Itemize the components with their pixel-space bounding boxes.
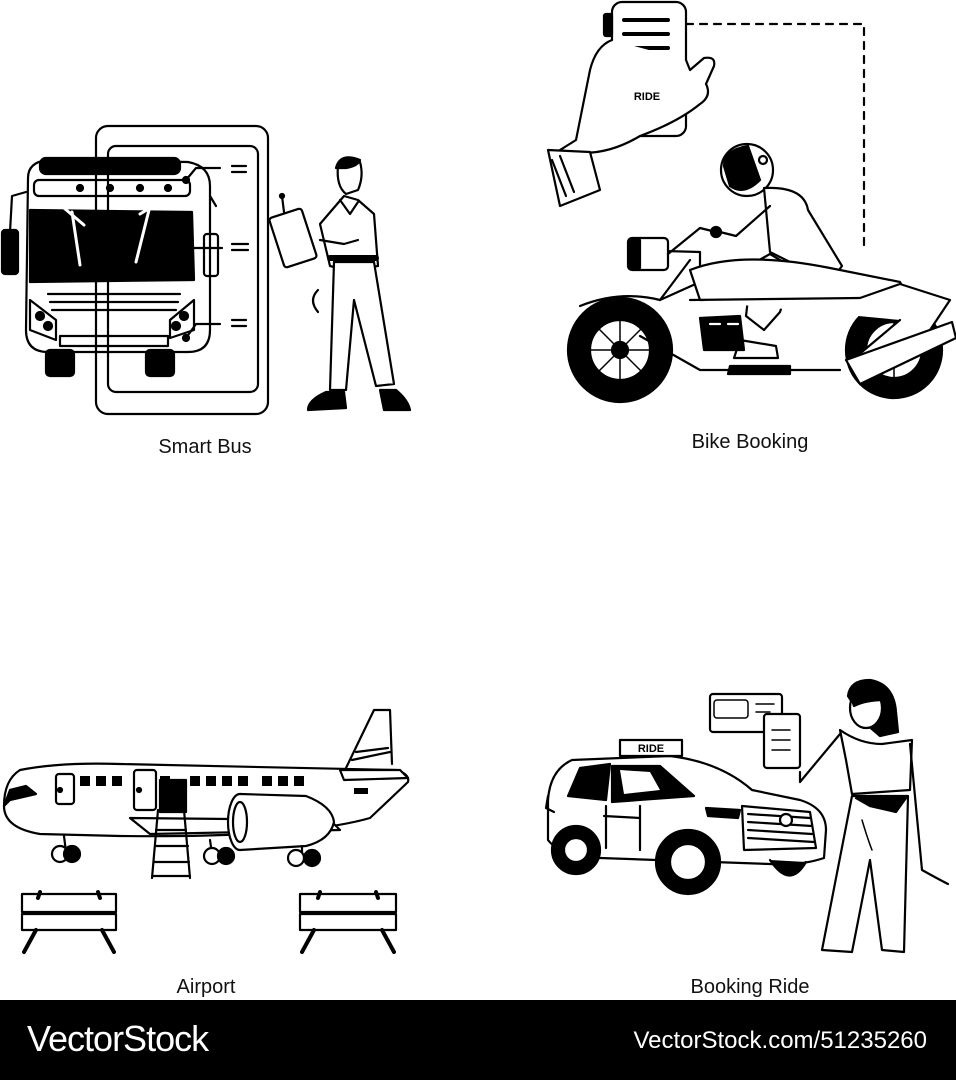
bike-booking-caption: Bike Booking [691, 431, 809, 453]
vectorstock-logo: VectorStock [27, 1018, 209, 1059]
airport-illustration [2, 708, 410, 954]
image-id-url: VectorStock.com/51235260 [633, 1027, 927, 1054]
smart-bus-caption: Smart Bus [158, 436, 252, 458]
airport-caption: Airport [176, 976, 236, 998]
phone-ride-button-text: RIDE [634, 91, 660, 103]
watermark-footer: VectorStock VectorStock.com/51235260 [0, 1000, 956, 1080]
booking-ride-caption: Booking Ride [690, 976, 810, 998]
smart-bus-illustration [0, 124, 412, 416]
bike-booking-illustration [546, 0, 956, 404]
booking-ride-illustration [544, 678, 950, 954]
illustration-canvas: RIDE RIDE [0, 0, 956, 954]
car-roof-sign-text: RIDE [638, 743, 664, 755]
